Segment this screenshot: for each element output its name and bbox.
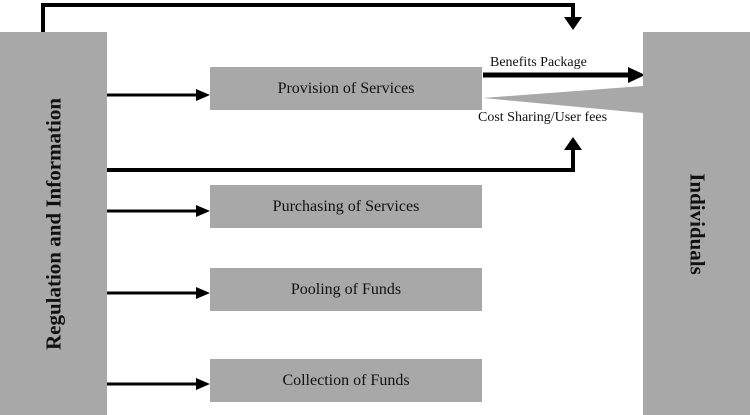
top-loop-connector bbox=[41, 3, 575, 32]
arrow-to-collection-head bbox=[196, 378, 210, 390]
regulation-information-label: Regulation and Information bbox=[41, 97, 65, 350]
middle-connector-arrowhead bbox=[564, 137, 582, 150]
benefits-package-label: Benefits Package bbox=[490, 55, 587, 70]
pooling-of-funds-box: Pooling of Funds bbox=[210, 268, 482, 311]
cost-sharing-label: Cost Sharing/User fees bbox=[478, 110, 608, 125]
individuals-label: Individuals bbox=[685, 172, 709, 275]
collection-of-funds-box: Collection of Funds bbox=[210, 359, 482, 402]
benefits-arrow-head bbox=[628, 67, 645, 83]
provision-of-services-box: Provision of Services bbox=[210, 67, 482, 110]
arrow-to-pooling-head bbox=[196, 287, 210, 299]
arrow-to-purchasing-head bbox=[196, 205, 210, 217]
purchasing-of-services-box: Purchasing of Services bbox=[210, 185, 482, 228]
arrow-to-provision-head bbox=[196, 89, 210, 101]
cost-sharing-wedge bbox=[483, 86, 643, 113]
top-loop-arrowhead bbox=[564, 17, 582, 30]
regulation-information-bar: Regulation and Information bbox=[0, 32, 107, 415]
middle-connector bbox=[107, 148, 575, 172]
individuals-bar: Individuals bbox=[643, 32, 750, 415]
